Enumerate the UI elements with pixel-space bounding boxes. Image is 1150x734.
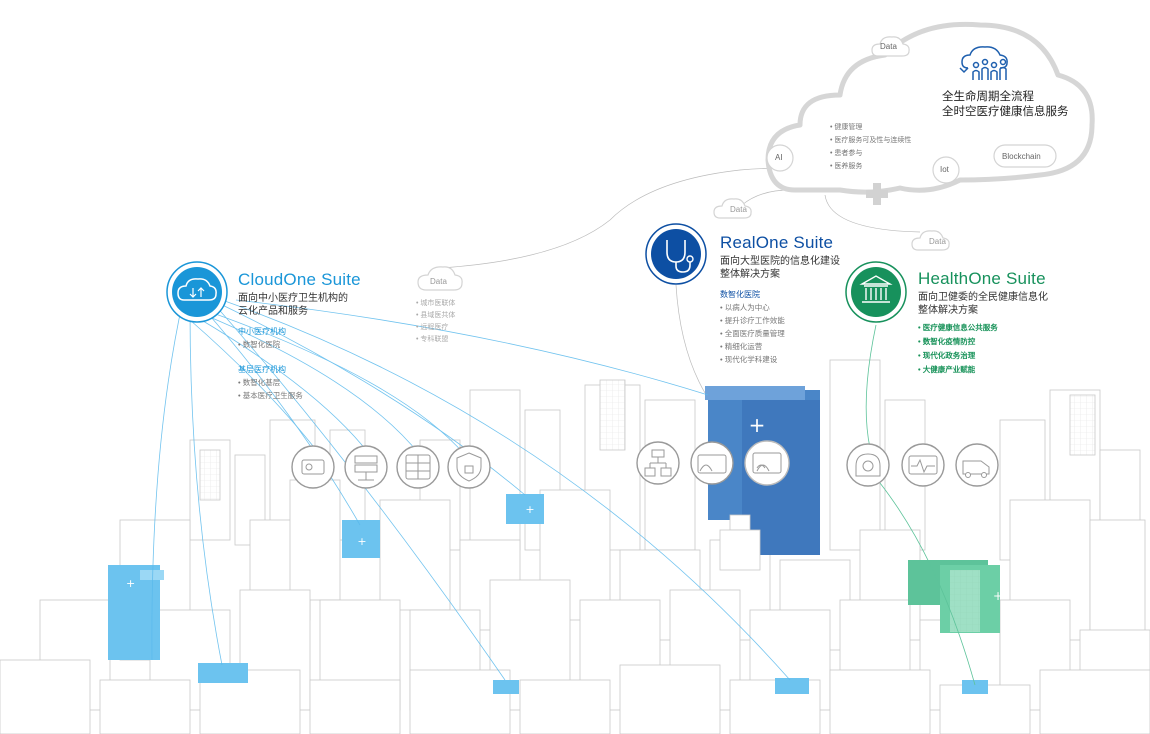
list-item: 远程医疗 [416, 322, 455, 334]
realone-title: RealOne Suite [720, 233, 834, 252]
green-lines [865, 324, 976, 686]
realone-subtitle: 面向大型医院的信息化建设 整体解决方案 [720, 255, 840, 281]
server-icon [344, 445, 388, 489]
iot-label: Iot [940, 165, 949, 174]
top-cloud-list: 健康管理 医疗服务可及性与连续性 患者参与 医养服务 [830, 121, 911, 173]
data-cloud-small-1 [871, 36, 910, 57]
data-cloud-small-2 [713, 198, 752, 219]
healthone-circle [845, 261, 907, 323]
list-item: 大健康产业赋能 [918, 363, 998, 377]
healthone-title: HealthOne Suite [918, 269, 1046, 288]
cloudone-subtitle-line1: 面向中小医疗卫生机构的 [238, 293, 348, 304]
wireframe-city [0, 359, 1150, 734]
list-item: 专科联盟 [416, 334, 455, 346]
medical-device-icon [291, 445, 335, 489]
svg-text:+: + [993, 589, 1003, 603]
list-item: 数智化医院 [238, 338, 303, 351]
data-label-top: Data [880, 42, 897, 51]
workflow-icon [636, 441, 680, 485]
security-shield-icon [447, 445, 491, 489]
iot-bubble [932, 156, 960, 184]
monitor-icon [744, 440, 790, 486]
blockchain-bubble [993, 144, 1057, 168]
ai-label: AI [775, 153, 783, 162]
data-label-realone: Data [730, 205, 747, 214]
data-cloud-small-3 [911, 230, 950, 251]
healthone-subtitle-line1: 面向卫健委的全民健康信息化 [918, 292, 1048, 303]
data-cloud-small-4 [417, 266, 463, 291]
list-item: 医养服务 [830, 160, 911, 173]
list-item: 现代化学科建设 [720, 353, 785, 366]
ct-scanner-icon [846, 443, 890, 487]
cloudone-circle [166, 261, 228, 323]
list-item: 全面医疗质量管理 [720, 327, 785, 340]
cloudone-subtitle: 面向中小医疗卫生机构的 云化产品和服务 [238, 292, 348, 318]
data-label-mid: Data [430, 277, 447, 286]
svg-text:+: + [126, 577, 135, 590]
blockchain-label: Blockchain [1002, 152, 1041, 161]
people-cloud-icon [959, 46, 1008, 80]
cloudone-title: CloudOne Suite [238, 270, 361, 289]
list-item: 健康管理 [830, 121, 911, 134]
realone-group-label: 数智化医院 [720, 290, 760, 299]
green-building: + [908, 560, 1003, 633]
cloudone-groups: 中小医疗机构 数智化医院 基层医疗机构 数智化基层 基本医疗卫生服务 [238, 326, 303, 402]
ai-bubble [766, 144, 794, 172]
ecg-icon [901, 443, 945, 487]
list-item: 医疗健康信息公共服务 [918, 321, 998, 335]
wifi-device-icon [690, 441, 734, 485]
cloudone-subtitle-line2: 云化产品和服务 [238, 306, 308, 317]
cloudone-group-label: 中小医疗机构 [238, 327, 286, 336]
top-cloud-title-line1: 全生命周期全流程 [942, 91, 1034, 103]
healthone-subtitle-line2: 整体解决方案 [918, 305, 978, 316]
list-item: 城市医联体 [416, 298, 455, 310]
realone-subtitle-line2: 整体解决方案 [720, 269, 780, 280]
connection-lines [151, 299, 791, 681]
data-label-healthone: Data [929, 237, 946, 246]
blue-light-buildings: + + + [108, 494, 988, 694]
cloudone-group-label: 基层医疗机构 [238, 365, 286, 374]
top-cloud-title-line2: 全时空医疗健康信息服务 [942, 106, 1069, 118]
svg-text:+: + [357, 535, 366, 548]
report-grid-icon [396, 445, 440, 489]
list-item: 现代化政务治理 [918, 349, 998, 363]
list-item: 医疗服务可及性与连续性 [830, 134, 911, 147]
realone-subtitle-line1: 面向大型医院的信息化建设 [720, 256, 840, 267]
tower-stepped-top [719, 514, 761, 571]
healthone-subtitle: 面向卫健委的全民健康信息化 整体解决方案 [918, 291, 1048, 317]
svg-text:+: + [749, 413, 766, 437]
top-cloud-title: 全生命周期全流程 全时空医疗健康信息服务 [942, 90, 1069, 120]
list-item: 提升诊疗工作效能 [720, 314, 785, 327]
list-item: 数智化基层 [238, 376, 303, 389]
mid-cloud-list: 城市医联体 县域医共体 远程医疗 专科联盟 [416, 298, 455, 346]
svg-text:+: + [525, 503, 534, 516]
list-item: 基本医疗卫生服务 [238, 389, 303, 402]
list-item: 精细化运营 [720, 340, 785, 353]
list-item: 县域医共体 [416, 310, 455, 322]
service-icons [291, 440, 999, 489]
healthone-list: 医疗健康信息公共服务 数智化疫情防控 现代化政务治理 大健康产业赋能 [918, 321, 998, 377]
realone-list: 数智化医院 以病人为中心 提升诊疗工作效能 全面医疗质量管理 精细化运营 现代化… [720, 289, 785, 366]
list-item: 以病人为中心 [720, 301, 785, 314]
list-item: 患者参与 [830, 147, 911, 160]
realone-circle [645, 223, 707, 285]
list-item: 数智化疫情防控 [918, 335, 998, 349]
plus-icon [866, 183, 888, 205]
ambulance-icon [955, 443, 999, 487]
